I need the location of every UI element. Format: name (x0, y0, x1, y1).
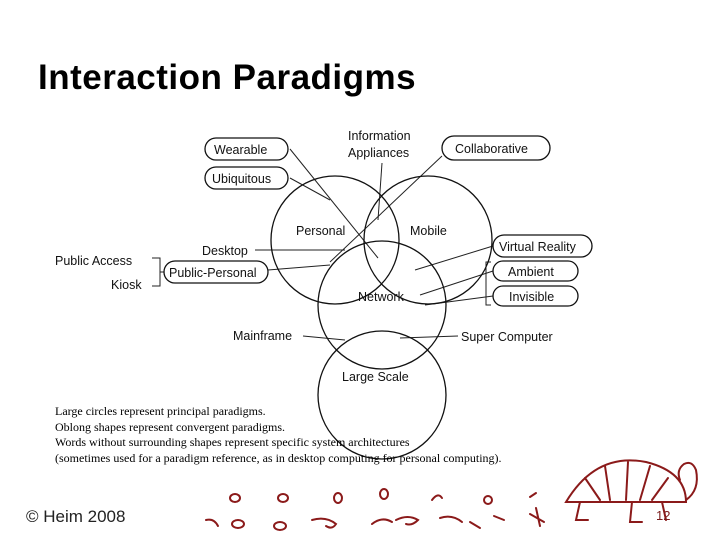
label-ubiquitous: Ubiquitous (212, 172, 271, 186)
footprint (205, 518, 219, 527)
copyright-footer: © Heim 2008 (26, 507, 126, 526)
caption-line: (sometimes used for a paradigm reference… (55, 450, 502, 465)
label-info-appliances-2: Appliances (348, 146, 409, 160)
footprint (431, 494, 443, 501)
footprint (439, 515, 463, 523)
connector-virtual-reality (414, 245, 494, 271)
label-network: Network (358, 290, 405, 304)
label-public-access: Public Access (55, 254, 132, 268)
label-kiosk: Kiosk (111, 278, 142, 292)
circle-personal (270, 175, 400, 305)
connector-mainframe (302, 335, 346, 341)
footprint (529, 492, 537, 498)
circle-network (317, 240, 447, 370)
diagram-caption: Large circles represent principal paradi… (55, 404, 502, 466)
label-mobile: Mobile (410, 224, 447, 238)
connector-lines (152, 148, 494, 341)
connector-info-appliances (377, 162, 383, 221)
connector-ambient (419, 270, 494, 296)
turtle-legs (574, 501, 667, 523)
label-collaborative: Collaborative (455, 142, 528, 156)
label-ambient: Ambient (508, 265, 554, 279)
footprint (483, 495, 493, 505)
connector-ubiquitous (289, 177, 331, 201)
footprint (333, 492, 343, 504)
oblong-ubiquitous (204, 166, 289, 190)
oblong-virtual-reality (492, 234, 593, 258)
footprint (229, 493, 241, 503)
label-virtual-reality: Virtual Reality (499, 240, 577, 254)
caption-line: Words without surrounding shapes represe… (55, 435, 410, 449)
oblong-public-personal (163, 260, 269, 284)
label-desktop: Desktop (202, 244, 248, 258)
footprint (395, 516, 420, 526)
footprint (311, 517, 338, 529)
label-super-computer: Super Computer (461, 330, 553, 344)
label-public-personal: Public-Personal (169, 266, 257, 280)
caption-line: Large circles represent principal paradi… (55, 404, 266, 418)
turtle-head (677, 461, 698, 501)
footprint (273, 521, 287, 531)
footprint (231, 519, 245, 529)
circle-mobile (363, 175, 493, 305)
label-info-appliances-1: Information (348, 129, 411, 143)
footprint (493, 515, 505, 521)
label-invisible: Invisible (509, 290, 554, 304)
label-wearable: Wearable (214, 143, 267, 157)
label-mainframe: Mainframe (233, 329, 292, 343)
connector-wearable (289, 148, 379, 259)
slide-title: Interaction Paradigms (38, 58, 417, 97)
footprint (529, 507, 545, 527)
footprint (371, 518, 393, 525)
turtle-shell-pattern (584, 461, 669, 501)
caption-line: Oblong shapes represent convergent parad… (55, 419, 286, 434)
oblong-ambient (492, 260, 579, 282)
label-personal: Personal (296, 224, 345, 238)
label-large-scale: Large Scale (342, 370, 409, 384)
footprint (379, 488, 389, 500)
oblong-wearable (204, 137, 289, 161)
page-number: 12 (656, 508, 671, 523)
connector-collaborative (329, 155, 443, 263)
circle-large-scale (317, 330, 447, 460)
oblong-invisible (492, 285, 579, 307)
footprint (277, 493, 289, 503)
oblong-collaborative (441, 135, 551, 161)
footprint (469, 521, 481, 529)
